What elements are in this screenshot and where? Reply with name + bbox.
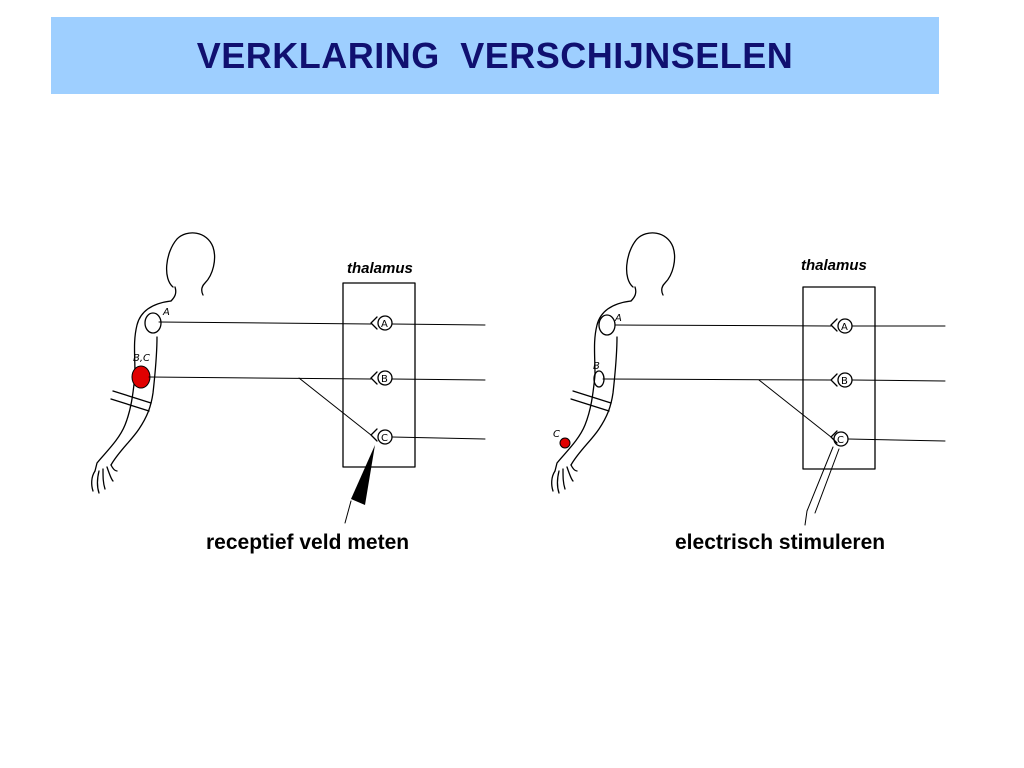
thalamus-label: thalamus: [347, 260, 413, 277]
caption-receptive-field: receptief veld meten: [206, 531, 410, 554]
nerve-b: [602, 378, 832, 381]
armband: [570, 390, 612, 412]
diagram-electrical-stimulation: A B C thalamus A B C: [535, 225, 955, 526]
svg-text:C: C: [381, 433, 388, 444]
nerve-c-branch: [298, 377, 372, 436]
title-bar: VERKLARING VERSCHIJNSELEN: [51, 17, 939, 94]
hand: [91, 464, 118, 494]
receptive-field-a: [144, 312, 162, 334]
thalamus-box: [802, 286, 876, 470]
arm-inner-outline: [570, 336, 618, 466]
nerve-c-branch: [758, 379, 832, 438]
neck: [170, 286, 177, 302]
page-title: VERKLARING VERSCHIJNSELEN: [196, 34, 794, 76]
arm-label-a: A: [614, 313, 622, 324]
arm-label-bc: B,C: [133, 353, 150, 364]
output-c: [391, 436, 486, 440]
thalamus-box: [342, 282, 416, 468]
diagram-receptive-field: A B,C thalamus A B C: [75, 225, 495, 525]
node-c: C: [370, 428, 393, 445]
caption-electrical-stimulation: electrisch stimuleren: [675, 531, 886, 554]
electrode-wire: [344, 500, 352, 524]
output-b: [851, 379, 946, 382]
arm-label-c: C: [553, 429, 560, 440]
output-a: [391, 323, 486, 326]
svg-text:B: B: [381, 374, 388, 385]
svg-text:A: A: [841, 322, 848, 333]
arm-outline: [94, 300, 172, 472]
receptive-field-c-marker: [559, 437, 571, 449]
head: [166, 232, 216, 296]
output-b: [391, 378, 486, 381]
stimulating-electrode: [804, 446, 840, 526]
node-a: A: [830, 318, 853, 334]
arm-inner-outline: [110, 336, 158, 466]
diagram-right-svg: A B C thalamus A B C: [551, 232, 946, 526]
receptive-field-bc-marker: [131, 365, 151, 389]
neck: [630, 286, 637, 302]
arm-label-b: B: [593, 361, 600, 372]
thalamus-label: thalamus: [801, 257, 867, 274]
node-b: B: [370, 370, 393, 386]
recording-electrode: [351, 445, 375, 505]
svg-text:A: A: [381, 319, 388, 330]
diagram-left-svg: A B,C thalamus A B C: [91, 232, 486, 524]
node-b: B: [830, 372, 853, 388]
hand: [551, 464, 578, 494]
arm-label-a: A: [162, 307, 170, 318]
nerve-b: [148, 376, 372, 380]
output-c: [847, 438, 946, 442]
node-a: A: [370, 315, 393, 331]
node-c: C: [830, 430, 849, 447]
nerve-a: [614, 324, 832, 327]
svg-text:C: C: [837, 435, 844, 446]
svg-text:B: B: [841, 376, 848, 387]
armband: [110, 390, 152, 412]
head: [626, 232, 676, 296]
receptive-field-a: [598, 314, 616, 336]
nerve-a: [158, 321, 372, 325]
